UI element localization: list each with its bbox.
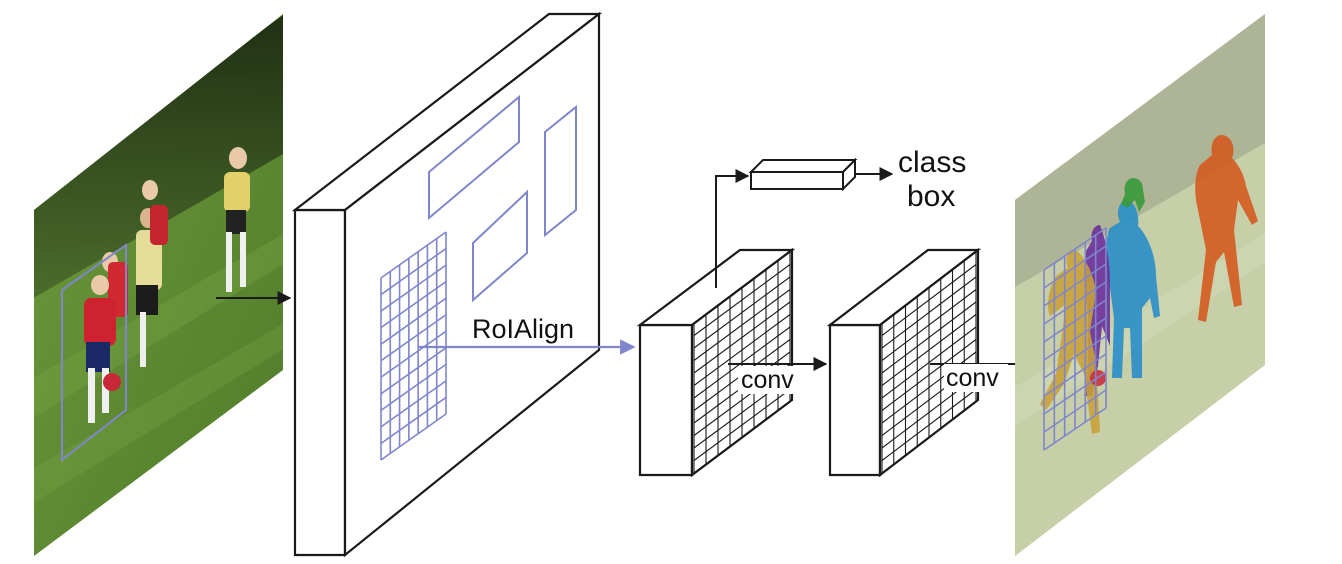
mask-orange-person (1195, 135, 1258, 322)
backbone-feature-map (291, 11, 603, 558)
conv-label-2: conv (946, 364, 999, 392)
conv-label-1: conv (741, 366, 794, 394)
output-mask-grid (1043, 227, 1107, 451)
roi-grid-feature-map (380, 231, 447, 461)
fc-head-box (748, 157, 858, 192)
mask-blue-person (1106, 200, 1160, 378)
mask-feature-block (826, 247, 982, 478)
branch-line (715, 169, 750, 288)
input-roi-box (61, 243, 127, 463)
mask-green-person (1121, 178, 1145, 212)
input-image (34, 14, 283, 556)
class-label: class (898, 146, 966, 179)
box-label: box (907, 180, 955, 213)
roialign-label: RoIAlign (472, 314, 574, 344)
region-proposals (428, 94, 577, 303)
player-figures (84, 147, 250, 423)
output-image (1015, 14, 1265, 556)
